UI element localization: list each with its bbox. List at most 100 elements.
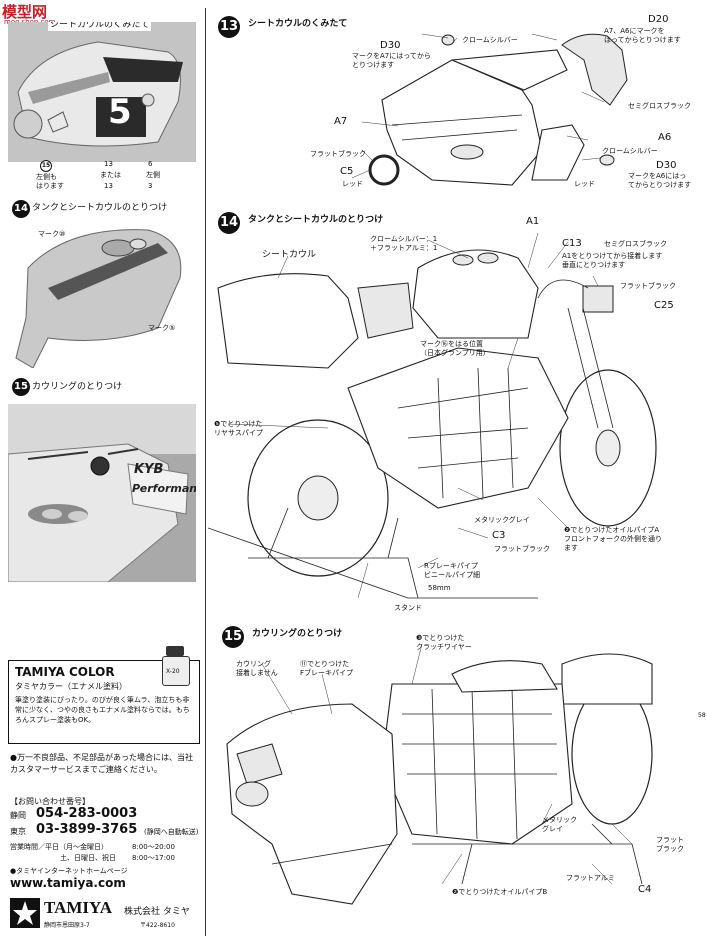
callout-15-left: 15 <box>40 160 52 172</box>
a7-part: A7 <box>334 116 348 127</box>
step13-badge: 13 <box>218 16 240 38</box>
cowl-no-glue-note: カウリング 接着しません <box>236 660 278 677</box>
brake-pipe-note: Rブレーキパイプ ビニールパイプ細 <box>424 562 480 579</box>
c25-part: C25 <box>654 300 674 311</box>
mark-position-note: マーク⑯をはる位置 （日本グランプリ用） <box>420 340 490 357</box>
step15-photo: KYB Performance <box>8 404 196 582</box>
column-divider <box>205 8 206 936</box>
step14-badge: 14 <box>218 212 240 234</box>
mark5-label: マーク⑤ <box>148 324 176 332</box>
color-box-subtitle: タミヤカラー（エナメル塗料） <box>15 682 127 691</box>
service-notice: ●万一不良部品、不足部品があった場合には、当社カスタマーサービスまでご連絡くださ… <box>10 753 193 774</box>
website-url[interactable]: www.tamiya.com <box>10 876 126 890</box>
callout-6-num: 6 <box>148 160 153 168</box>
semi-gloss-14: セミグロスブラック <box>604 240 667 248</box>
footer-brand: TAMIYA <box>44 898 113 917</box>
f-brake-pipe-note: ⑪でとりつけた Fブレーキパイプ <box>300 660 354 677</box>
red-13: レッド <box>342 180 363 188</box>
red-13b: レッド <box>574 180 595 188</box>
callout-6-text: 左側 <box>146 171 160 179</box>
footer-postal: 〒422-8610 <box>140 922 175 929</box>
mark10-label: マーク⑩ <box>38 230 66 238</box>
callout-13-num: 13 <box>104 160 113 168</box>
chrome-silver-top: クロームシルバー <box>462 36 518 44</box>
c3-part: C3 <box>492 530 506 541</box>
c13-note: A1をとりつけてから接着します 垂直にとりつけます <box>562 252 663 269</box>
tokyo-label: 東京 <box>10 827 26 836</box>
footer-company: 株式会社 タミヤ <box>124 907 190 917</box>
hours-weekend: 8:00～17:00 <box>132 854 175 862</box>
stand-label: スタンド <box>394 604 422 612</box>
step15-diagram <box>226 644 653 905</box>
hours-label: 営業時間／平日（月～金曜日） <box>10 843 108 851</box>
callout-13b-text: 13 <box>104 182 113 190</box>
color-box-body: 筆塗り塗装にぴったり。のびが良く筆ムラ、泡立ちも非常に少なく、つやの良さもエナメ… <box>15 696 190 724</box>
tank-photo-illustration <box>15 229 182 368</box>
oil-pipe-b-note: ❷でとりつけたオイルパイプB <box>452 888 548 896</box>
flat-black-13: フラットブラック <box>310 150 366 158</box>
a1-part: A1 <box>526 216 540 227</box>
page-marker: 58 <box>698 712 706 719</box>
color-box-title: TAMIYA COLOR <box>15 665 115 679</box>
d30-top-note: マークをA7にはってから とりつけます <box>352 52 431 69</box>
pipe-length: 58mm <box>428 584 451 592</box>
d20-part: D20 <box>648 14 669 25</box>
step14-title: タンクとシートカウルのとりつけ <box>248 215 384 225</box>
flat-black-14b: フラットブラック <box>494 545 550 553</box>
d20-note: A7、A6にマークを はってからとりつけます <box>604 27 681 44</box>
hours-weekday: 8:00～20:00 <box>132 843 175 851</box>
step13-photo-caption: シートカウルのくみたて <box>48 22 152 31</box>
tamiya-star-logo <box>10 898 40 928</box>
chrome-flat-aluminum: クロームシルバー：1 ＋フラットアルミ：1 <box>370 235 438 252</box>
flat-aluminum-15: フラットアルミ <box>566 874 615 882</box>
metallic-gray-14: メタリックグレイ <box>474 516 530 524</box>
paint-bottle-icon: X-20 <box>160 646 190 686</box>
flat-black-15: フラット ブラック <box>656 836 684 853</box>
step15-badge: 15 <box>222 626 244 648</box>
watermark-brand: 模型网 <box>2 3 48 21</box>
rear-sus-pipe-note: ❺でとりつけた リヤサスパイプ <box>214 420 263 437</box>
callout-number: 15 <box>40 160 52 172</box>
tokyo-note: (静岡へ自動転送) <box>144 828 199 836</box>
shizuoka-label: 静岡 <box>10 811 26 820</box>
kyb-logo-text: KYB <box>134 462 164 477</box>
callout-13-text: または <box>100 171 121 179</box>
step14-photo: マーク⑩ マーク⑤ <box>8 218 196 368</box>
shizuoka-number: 054-283-0003 <box>36 806 138 821</box>
step15-photo-caption: カウリングのとりつけ <box>32 382 123 392</box>
footer-address: 静岡市恩田原3-7 <box>44 922 90 929</box>
step14-photo-caption: タンクとシートカウルのとりつけ <box>32 203 168 213</box>
d30-bottom: D30 <box>656 160 677 171</box>
step13-title: シートカウルのくみたて <box>248 19 348 29</box>
step14-small-badge: 14 <box>12 200 30 218</box>
step14-diagram <box>208 232 657 599</box>
metallic-gray-15: メタリック グレイ <box>542 816 577 833</box>
inquiry-label: 【お問い合わせ番号】 <box>10 797 90 806</box>
bottle-label: X-20 <box>166 668 180 675</box>
flat-black-14: フラットブラック <box>620 282 676 290</box>
seat-cowl-photo-illustration <box>13 41 183 147</box>
callout-3-num: 3 <box>148 182 153 190</box>
d30-bottom-note: マークをA6にはっ てからとりつけます <box>628 172 692 189</box>
chrome-silver-a6: クロームシルバー <box>602 147 658 155</box>
step15-small-badge: 15 <box>12 378 30 396</box>
semi-gloss-black-13: セミグロスブラック <box>628 102 691 110</box>
c13-part: C13 <box>562 238 582 249</box>
c5-part: C5 <box>340 166 354 177</box>
star-icon <box>13 901 37 925</box>
c4-part: C4 <box>638 884 652 895</box>
d30-top: D30 <box>380 40 401 51</box>
oil-pipe-a-note: ❷でとりつけたオイルパイプA フロントフォークの外側を通り ます <box>564 526 662 552</box>
step13-diagram <box>351 33 628 186</box>
step15-title: カウリングのとりつけ <box>252 629 343 639</box>
callout-15-text: 左側も はります <box>36 173 64 190</box>
seat-cowl-label: シートカウル <box>262 250 317 260</box>
tamiya-color-box: TAMIYA COLOR タミヤカラー（エナメル塗料） 筆塗り塗装にぴったり。の… <box>8 660 200 744</box>
tokyo-number: 03-3899-3765 <box>36 822 138 837</box>
hours-weekend-label: 土、日曜日、祝日 <box>60 854 116 862</box>
seat-number: 5 <box>108 92 132 132</box>
step13-photo: 5 シートカウルのくみたて <box>8 22 196 162</box>
clutch-wire-note: ❸でとりつけた クラッチワイヤー <box>416 634 472 651</box>
cowling-photo-illustration <box>8 404 196 582</box>
a6-part: A6 <box>658 132 672 143</box>
